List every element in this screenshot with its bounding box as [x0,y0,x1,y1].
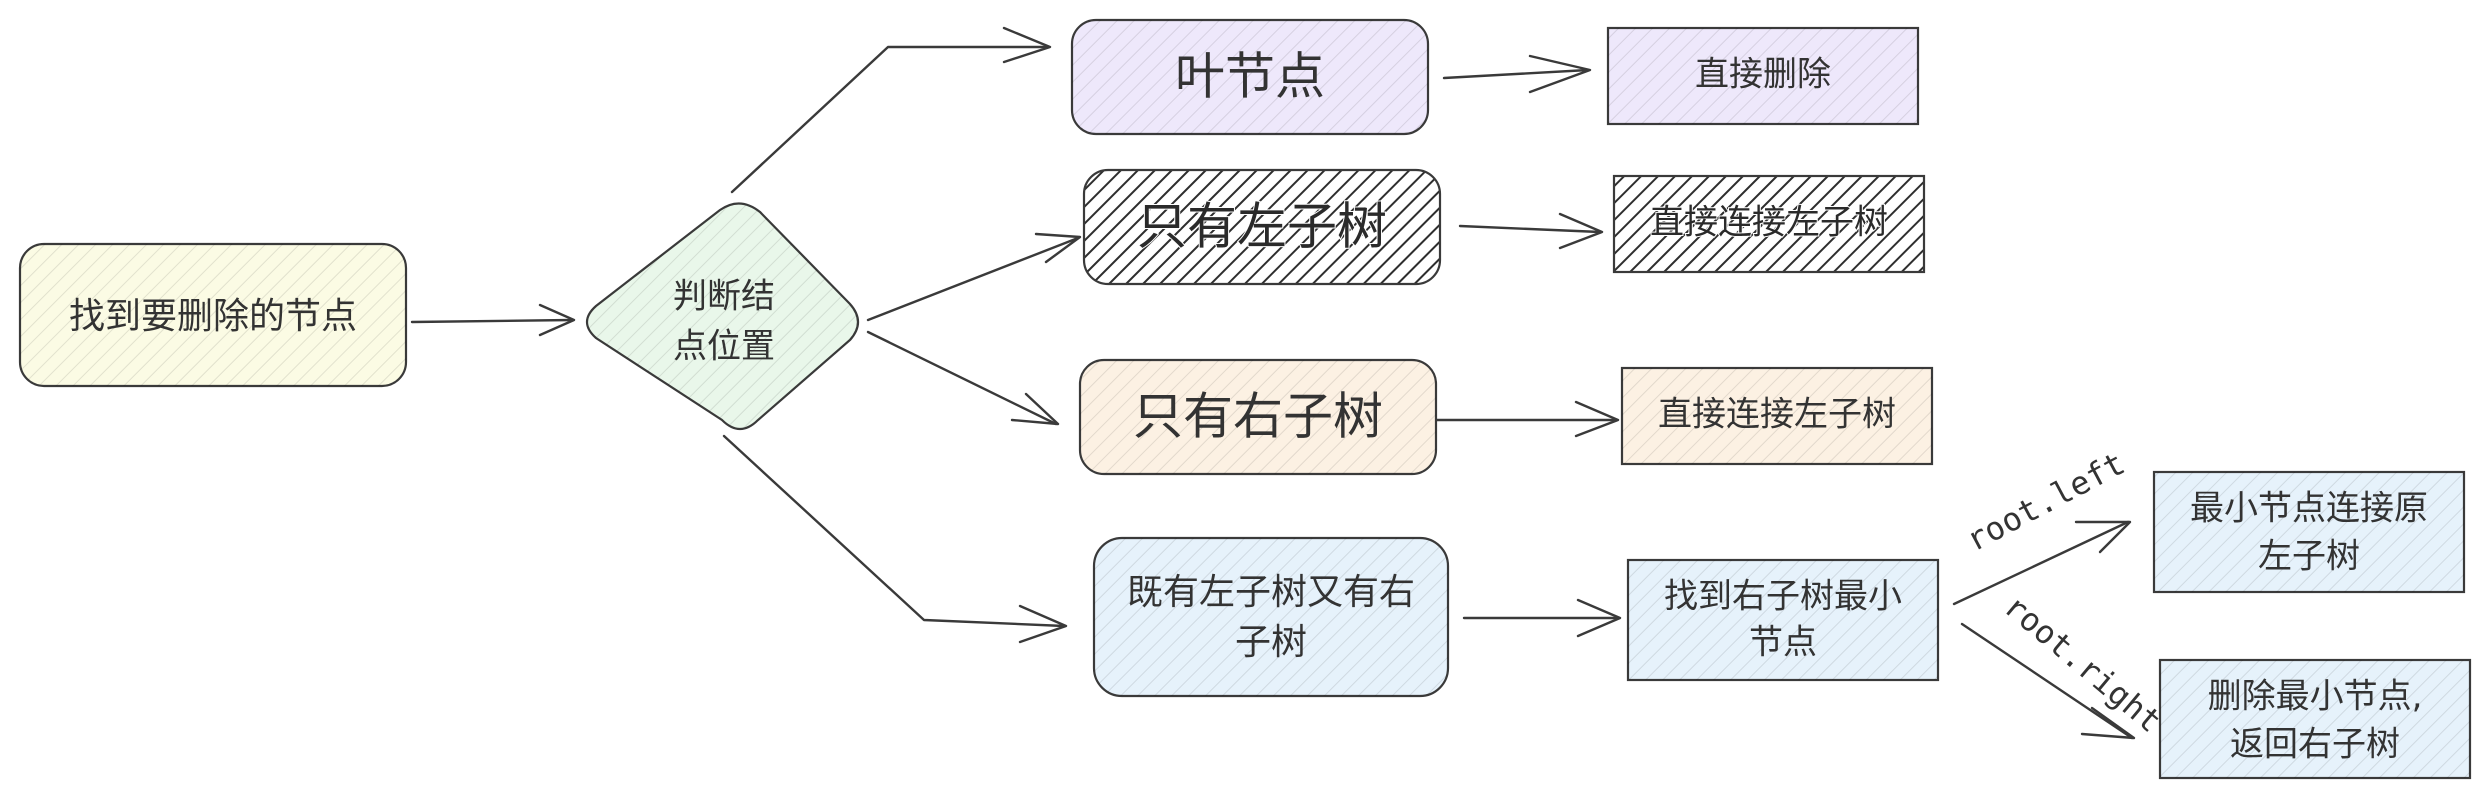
node-find-right-min[interactable]: 找到右子树最小 节点 [1626,558,1940,682]
node-find-right-min-label-line1: 找到右子树最小 [1664,577,1902,617]
edge-find-min-to-connect-left [1952,520,2130,606]
node-delete-min-return[interactable]: 删除最小节点, 返回右子树 [2158,658,2472,780]
arrowhead-leaf-to-delete [1528,54,1592,94]
arrowhead-find-min-to-delete-min [2080,706,2136,740]
node-both-label-line1: 既有左子树又有右 [1127,572,1415,613]
node-min-connect-left-label-line2: 左子树 [2258,537,2360,577]
node-connect-left-1[interactable]: 直接连接左子树 [1612,174,1926,274]
node-min-connect-left-label-line1: 最小节点连接原 [2190,489,2428,529]
edge-only-left-to-connect [1458,224,1602,234]
arrowhead-judge-to-only-right [1010,392,1060,426]
node-only-left-shape [1082,168,1442,286]
node-leaf-hatch [1072,20,1428,134]
node-find-right-min-hatch [1628,560,1938,680]
arrowhead-find-min-to-connect-left [2074,520,2132,554]
node-connect-left-1-shape [1612,174,1926,274]
node-delete-direct[interactable]: 直接删除 [1606,26,1920,126]
node-min-connect-left-hatch [2154,472,2464,592]
arrowhead-find-to-judge [538,303,576,337]
node-find-node[interactable]: 找到要删除的节点 [18,242,408,388]
arrowhead-judge-to-both [1018,604,1068,644]
node-find-node-hatch [20,244,406,386]
edge-label-root-left: root.left [1960,444,2131,559]
node-connect-left-2-label: 直接连接左子树 [1658,395,1896,435]
node-both-hatch [1094,538,1448,696]
arrowhead-judge-to-only-left [1034,232,1082,264]
edge-find-min-to-delete-min [1960,622,2134,740]
edge-leaf-to-delete [1442,68,1590,80]
node-delete-min-return-hatch [2160,660,2470,778]
node-only-right[interactable]: 只有右子树 [1078,358,1438,476]
edge-judge-to-leaf [730,45,1050,194]
node-connect-left-2[interactable]: 直接连接左子树 [1620,366,1934,466]
node-judge-label-line2: 点位置 [673,327,775,367]
node-delete-min-return-label-line2: 返回右子树 [2230,725,2400,765]
arrowhead-only-right-to-connect [1574,400,1620,438]
edge-find-to-judge [410,318,574,324]
node-delete-direct-label: 直接删除 [1695,55,1831,95]
arrowhead-judge-to-leaf [1002,26,1052,64]
node-connect-left-2-hatch [1622,368,1932,464]
edges [410,26,2136,740]
arrowhead-only-left-to-connect [1558,212,1604,250]
node-delete-min-return-label-line1: 删除最小节点, [2208,677,2423,717]
node-only-left-label: 只有左子树 [1137,198,1387,256]
edge-judge-to-only-left [866,236,1080,322]
node-find-right-min-label-line2: 节点 [1749,623,1817,663]
node-judge[interactable]: 判断结 点位置 [585,202,860,431]
node-only-right-label: 只有右子树 [1133,388,1383,446]
node-connect-left-1-label: 直接连接左子树 [1650,203,1888,243]
arrowhead-both-to-find-min [1576,598,1622,638]
node-judge-label-line1: 判断结 [673,277,775,317]
node-min-connect-left[interactable]: 最小节点连接原 左子树 [2152,470,2466,594]
node-delete-direct-hatch [1608,28,1918,124]
node-leaf-label: 叶节点 [1175,48,1325,106]
node-both-label-line2: 子树 [1235,622,1307,663]
node-leaf[interactable]: 叶节点 [1070,18,1430,136]
node-judge-hatch [587,203,858,429]
edge-judge-to-both [722,434,1066,628]
node-find-node-label: 找到要删除的节点 [69,296,357,337]
node-only-right-hatch [1080,360,1436,474]
node-both[interactable]: 既有左子树又有右 子树 [1092,536,1450,698]
node-only-left[interactable]: 只有左子树 [1082,168,1442,286]
edge-judge-to-only-right [866,330,1058,426]
